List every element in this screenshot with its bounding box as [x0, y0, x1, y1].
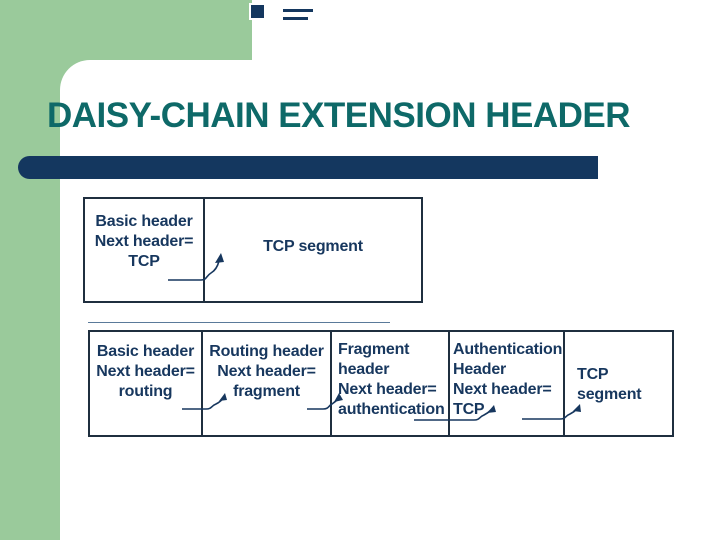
- cell-line: Basic header: [96, 343, 195, 360]
- cell-line: Next header=: [453, 381, 552, 398]
- single-header-diagram: Basic header Next header= TCP TCP segmen…: [83, 197, 423, 303]
- header-dash-icon: [283, 17, 308, 20]
- title-underline-bar: [18, 156, 598, 179]
- cell-line: Authentication: [453, 341, 563, 358]
- divider-hairline: [88, 322, 390, 323]
- cell-line: TCP: [577, 366, 609, 383]
- cell-line: Next header=: [217, 363, 316, 380]
- cell-line: TCP: [453, 401, 485, 418]
- authentication-header-cell: Authentication Header Next header= TCP: [450, 332, 565, 435]
- tcp-segment-cell: TCP segment: [565, 332, 672, 435]
- basic-header-cell: Basic header Next header= TCP: [85, 199, 205, 301]
- cell-line: Header: [453, 361, 507, 378]
- cell-line: Basic header: [95, 213, 193, 230]
- bullet-square-icon: [251, 5, 264, 18]
- cell-line: Routing header: [209, 343, 324, 360]
- cell-line: Next header=: [96, 363, 195, 380]
- tcp-segment-cell: TCP segment: [205, 199, 421, 301]
- cell-line: Next header=: [94, 233, 194, 250]
- daisy-chain-diagram: Basic header Next header= routing Routin…: [88, 330, 674, 437]
- green-left-band: [0, 0, 60, 540]
- cell-line: TCP segment: [263, 238, 363, 255]
- cell-line: Next header=: [338, 381, 437, 398]
- fragment-header-cell: Fragment header Next header= authenticat…: [332, 332, 450, 435]
- cell-line: header: [338, 361, 390, 378]
- slide-title: DAISY-CHAIN EXTENSION HEADER: [47, 96, 631, 135]
- cell-line: fragment: [233, 383, 300, 400]
- next-header-arrow-icon: [182, 393, 227, 410]
- cell-line: TCP: [128, 253, 160, 270]
- next-header-arrow-icon: [522, 404, 581, 420]
- basic-header-cell: Basic header Next header= routing: [90, 332, 203, 435]
- cell-line: routing: [118, 383, 173, 400]
- next-header-arrow-icon: [168, 253, 224, 281]
- header-dash-icon: [283, 9, 313, 12]
- next-header-arrow-icon: [414, 405, 496, 421]
- cell-line: authentication: [338, 401, 445, 418]
- next-header-arrow-icon: [307, 393, 343, 410]
- cell-line: Fragment: [338, 341, 410, 358]
- routing-header-cell: Routing header Next header= fragment: [203, 332, 332, 435]
- cell-line: segment: [577, 386, 642, 403]
